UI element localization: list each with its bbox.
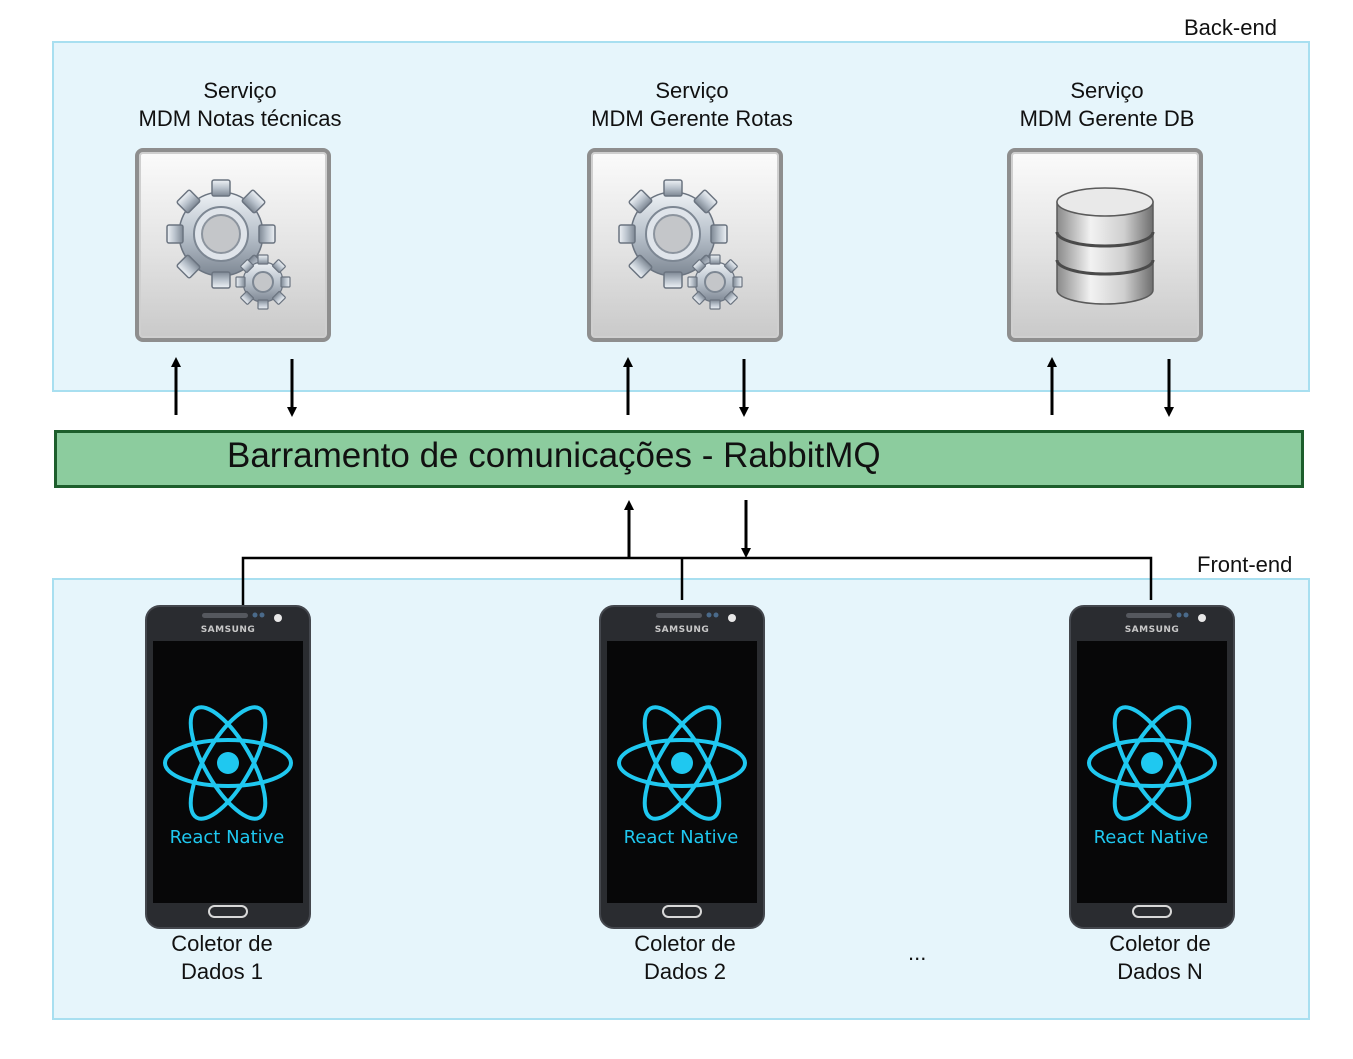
react-native-label: React Native [170, 827, 285, 848]
service-title-line1: Serviço [203, 78, 277, 103]
device-brand: SAMSUNG [655, 625, 710, 635]
phone-device-1: SAMSUNG React Native [145, 605, 311, 929]
service-box-notas [135, 148, 331, 342]
database-icon [1055, 187, 1155, 305]
smartphone-icon: SAMSUNG React Native [599, 605, 765, 929]
frontend-label: Front-end [1197, 552, 1293, 577]
service-title-line2: MDM Gerente DB [1019, 106, 1195, 131]
gears-icon [166, 179, 291, 310]
gears-icon [618, 179, 743, 310]
collector-label-line2: Dados 2 [644, 959, 726, 984]
service-box-rotas [587, 148, 783, 342]
collector-label-line1: Coletor de [634, 931, 736, 956]
react-logo-icon [617, 705, 747, 821]
service-box-db [1007, 148, 1203, 342]
smartphone-icon: SAMSUNG React Native [145, 605, 311, 929]
collector-label-line2: Dados N [1117, 959, 1203, 984]
react-logo-icon [1087, 705, 1217, 821]
collector-label-line1: Coletor de [171, 931, 273, 956]
collector-label-n: Coletor de Dados N [1060, 930, 1260, 986]
react-native-label: React Native [624, 827, 739, 848]
device-brand: SAMSUNG [201, 625, 256, 635]
phone-device-2: SAMSUNG React Native [599, 605, 765, 929]
collector-label-2: Coletor de Dados 2 [585, 930, 785, 986]
service-title-line2: MDM Gerente Rotas [591, 106, 793, 131]
smartphone-icon: SAMSUNG React Native [1069, 605, 1235, 929]
react-logo-icon [163, 705, 293, 821]
react-native-label: React Native [1094, 827, 1209, 848]
message-bus: Barramento de comunicações - RabbitMQ [54, 430, 1304, 488]
device-connector [241, 556, 1153, 608]
service-title-notas: Serviço MDM Notas técnicas [80, 77, 400, 133]
message-bus-label: Barramento de comunicações - RabbitMQ [227, 436, 881, 475]
collector-label-line2: Dados 1 [181, 959, 263, 984]
service-title-db: Serviço MDM Gerente DB [947, 77, 1267, 133]
phone-device-n: SAMSUNG React Native [1069, 605, 1235, 929]
service-title-line2: MDM Notas técnicas [138, 106, 342, 131]
more-devices-ellipsis: ... [908, 940, 927, 965]
backend-label: Back-end [1184, 15, 1277, 40]
service-title-line1: Serviço [1070, 78, 1144, 103]
service-title-rotas: Serviço MDM Gerente Rotas [532, 77, 852, 133]
service-title-line1: Serviço [655, 78, 729, 103]
device-brand: SAMSUNG [1125, 625, 1180, 635]
collector-label-line1: Coletor de [1109, 931, 1211, 956]
collector-label-1: Coletor de Dados 1 [122, 930, 322, 986]
